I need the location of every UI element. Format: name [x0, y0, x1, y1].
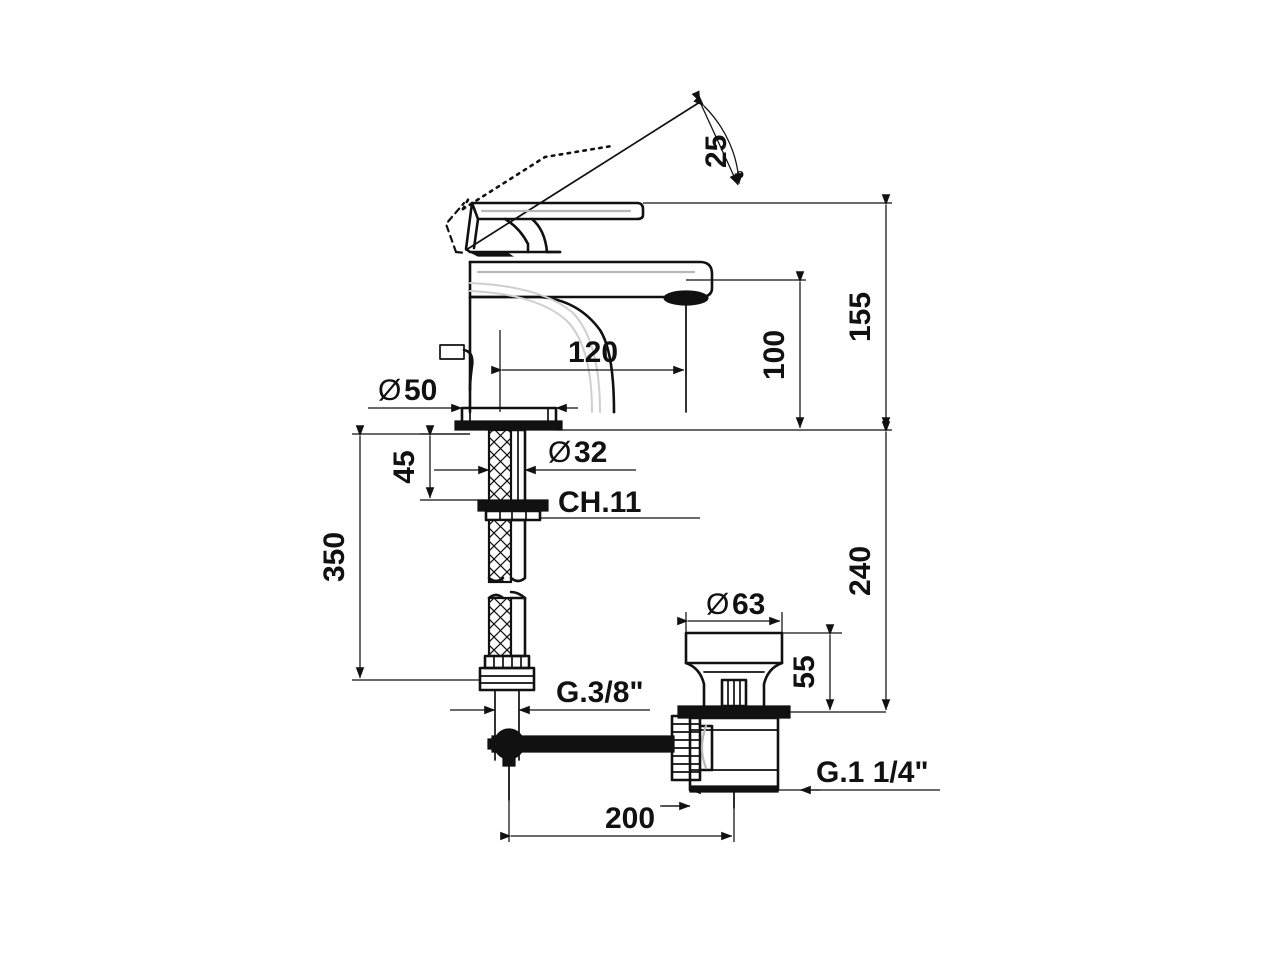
label-ch11: CH.11 — [540, 486, 700, 519]
dim-label-dia-32: 32 — [574, 436, 607, 469]
dim-label-200: 200 — [605, 802, 655, 835]
dim-dia-32: Ø 32 — [434, 436, 636, 475]
diameter-symbol-50: Ø — [378, 374, 401, 407]
dim-label-45: 45 — [388, 450, 421, 483]
dim-155-total-height: 155 — [556, 194, 892, 431]
lever-open-position-outline — [444, 144, 614, 255]
base-flange — [454, 406, 563, 431]
dim-240-deck-to-waste: 240 — [844, 421, 891, 711]
dim-label-350: 350 — [318, 532, 351, 582]
dim-label-55: 55 — [788, 655, 821, 688]
dim-label-120: 120 — [568, 336, 618, 369]
dim-label-dia-63: 63 — [732, 588, 765, 621]
fixing-nut — [477, 499, 549, 522]
dim-45-deck-thickness: 45 — [388, 425, 486, 501]
dim-350-hose-length: 350 — [318, 425, 480, 681]
lever-handle — [464, 201, 645, 257]
dim-label-dia-50: 50 — [404, 374, 437, 407]
diameter-symbol-32: Ø — [548, 436, 571, 469]
dim-120-spout-reach: 120 — [491, 302, 687, 412]
dim-dia-63: Ø 63 — [677, 588, 783, 633]
dim-label-ch11: CH.11 — [558, 486, 641, 519]
hose-end-fitting — [478, 654, 536, 761]
dim-label-angle-25: 25 — [700, 135, 733, 168]
dim-label-240: 240 — [844, 546, 877, 596]
angle-dimension-25: 25 o — [465, 90, 744, 251]
pop-up-rod-linkage — [487, 728, 675, 801]
dim-200-rod-offset: 200 — [500, 766, 735, 842]
waste-body — [677, 631, 791, 809]
dim-label-g38: G.3/8" — [556, 676, 644, 709]
label-g114: G.1 1/4" — [689, 756, 940, 795]
side-tab — [439, 344, 474, 392]
dim-label-g114: G.1 1/4" — [816, 756, 929, 789]
dim-100-spout-height: 100 — [686, 271, 806, 429]
dim-dia-50: Ø 50 — [368, 374, 578, 413]
degree-symbol: o — [736, 166, 744, 181]
label-g38: G.3/8" — [450, 676, 650, 715]
dim-label-155: 155 — [844, 292, 877, 342]
flex-hose — [487, 518, 527, 658]
diameter-symbol-63: Ø — [706, 588, 729, 621]
dim-label-100: 100 — [758, 330, 791, 380]
dim-55-waste-head: 55 — [782, 624, 886, 713]
